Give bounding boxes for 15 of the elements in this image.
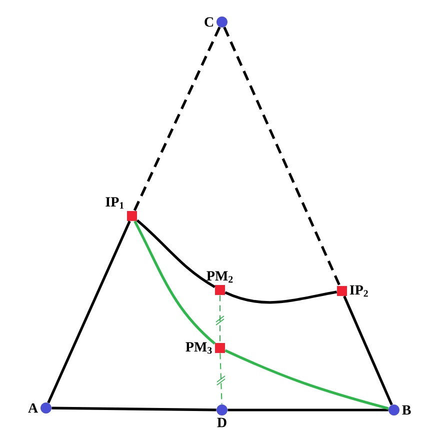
connector-line: [343, 296, 393, 406]
connector-line: [223, 26, 341, 286]
connector-curve: [134, 220, 216, 345]
node-label: A: [28, 403, 38, 413]
connector-line: [228, 408, 388, 412]
connector-line: [52, 406, 216, 412]
node-label: D: [217, 418, 226, 428]
connector-curve: [224, 290, 338, 304]
connector-line: [133, 26, 221, 212]
connector-curve: [224, 349, 389, 410]
connector-line: [47, 220, 131, 404]
node-label: B: [402, 405, 411, 415]
connector-curve: [136, 219, 216, 288]
node-label: C: [204, 17, 214, 27]
connector-line: [220, 352, 222, 405]
